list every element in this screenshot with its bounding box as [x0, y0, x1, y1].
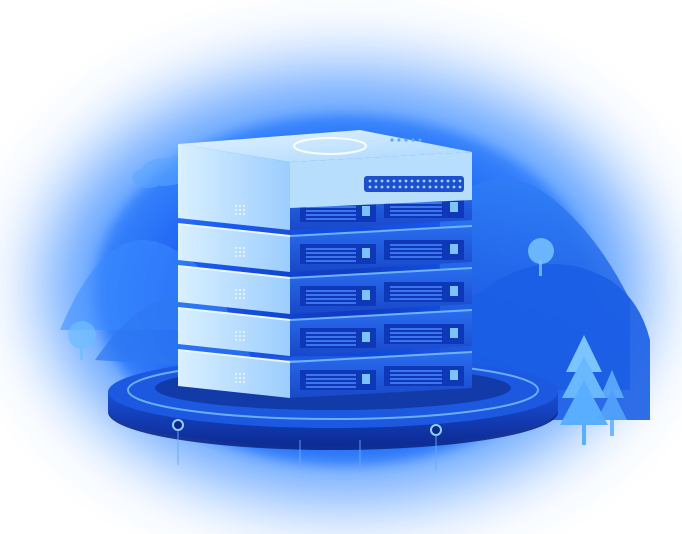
vent-panel [364, 176, 464, 192]
